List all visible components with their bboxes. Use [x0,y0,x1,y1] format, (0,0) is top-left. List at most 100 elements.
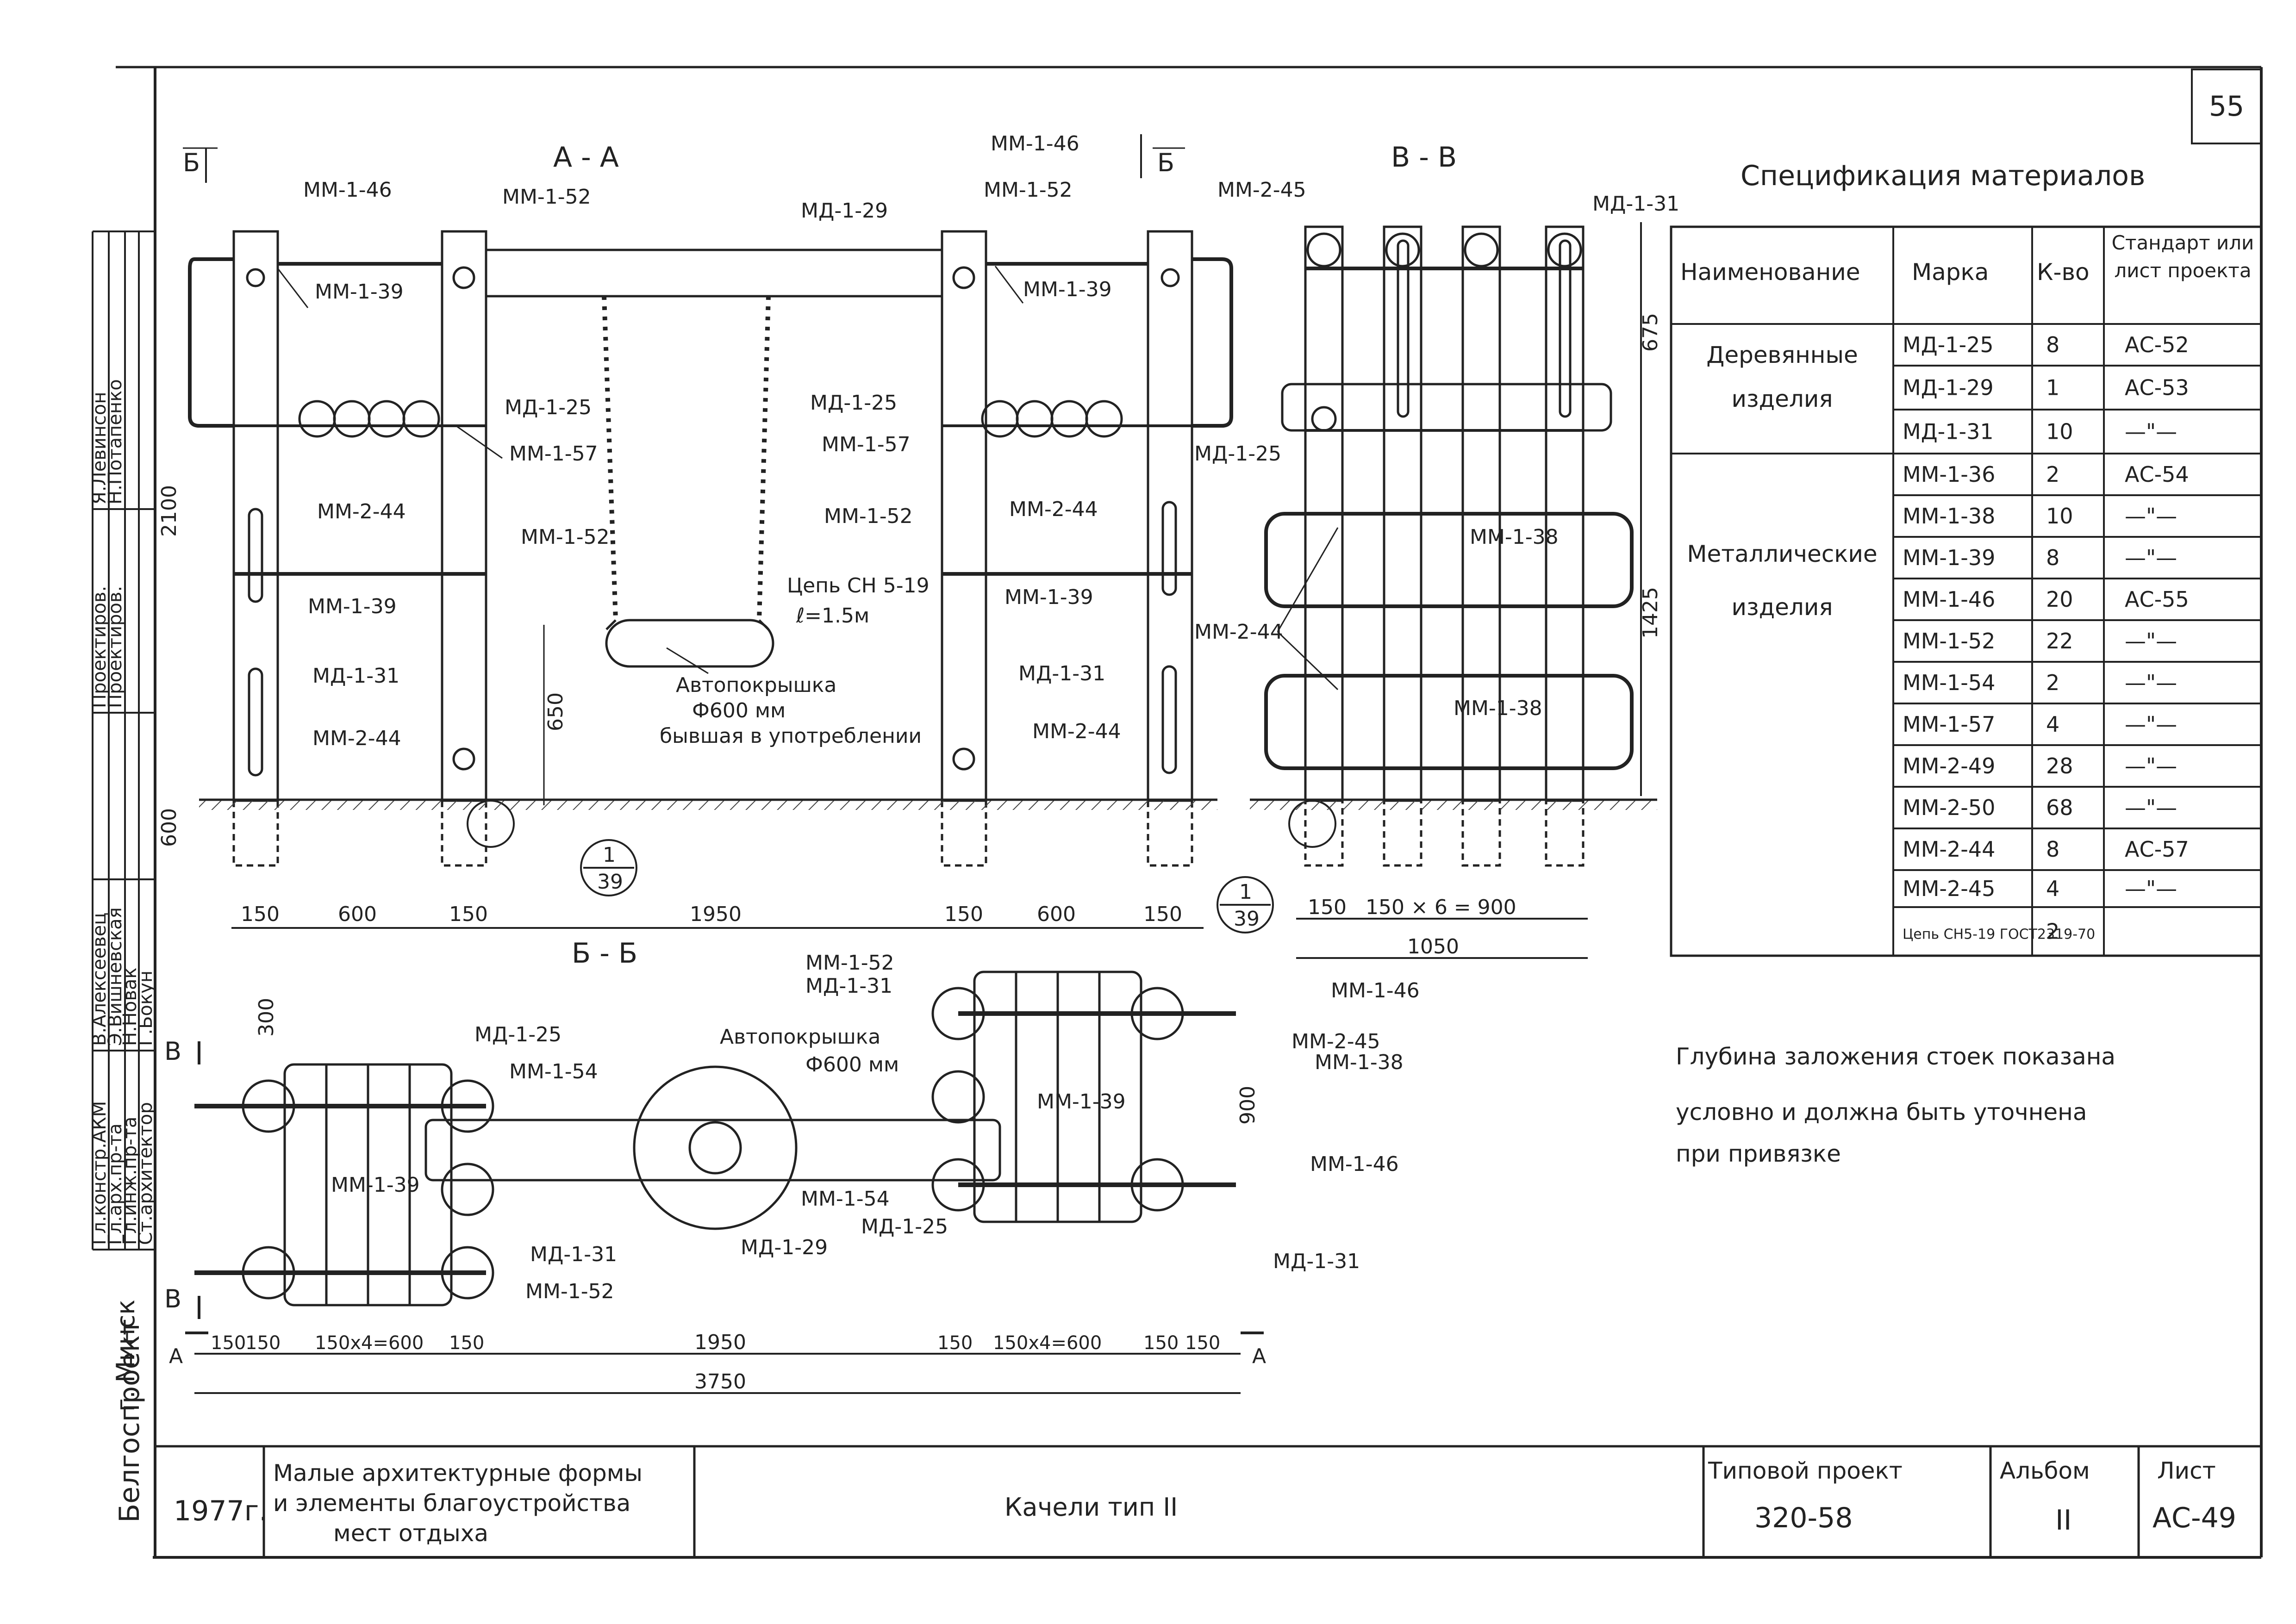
dim-150: 150 [449,1332,484,1354]
left-approval-strip [92,230,155,1251]
dim-3750: 3750 [694,1370,746,1394]
dim-150: 150 [245,1332,281,1354]
dim-600: 600 [338,902,377,926]
org-city: г. Минск [111,1300,140,1412]
label: МД-1-31 [805,974,892,998]
spec-row-standard: —"— [2125,712,2177,737]
label: ММ-2-44 [312,727,401,750]
section-vv-labels: В - В МД-1-31 МД-1-25 ММ-1-38 ММ-2-44 ММ… [1194,141,1679,958]
label: МД-1-31 [1592,192,1679,216]
label: ММ-2-44 [317,500,406,523]
label: Цепь СН 5-19 [787,574,930,597]
label: ММ-1-52 [984,178,1073,202]
label: ММ-1-39 [1023,278,1112,301]
dim-1950: 1950 [690,902,742,926]
spec-title: Спецификация материалов [1741,160,2145,192]
dim-600: 600 [1037,902,1076,926]
spec-row-standard: —"— [2125,628,2177,653]
spec-row-qty: 4 [2046,876,2059,901]
title-block: 1977г. Малые архитектурные формы и элеме… [174,1457,2236,1547]
post [1147,230,1193,802]
approval-name-4: Г.Бокун [135,971,156,1046]
sheet-label: Лист [2157,1457,2216,1484]
label: ММ-2-45 [1217,178,1306,202]
dim-2100: 2100 [157,485,181,537]
spec-row-qty: 4 [2046,712,2059,737]
spec-row-mark: ММ-2-45 [1903,876,1995,901]
spec-row-qty: 2 [2046,919,2059,944]
dim-900: 900 [1236,1086,1260,1125]
spec-row-standard: —"— [2125,670,2177,695]
section-bb-title: Б - Б [572,937,637,970]
spec-row-qty: 28 [2046,753,2073,778]
album-label: Альбом [2000,1457,2090,1484]
label: ММ-2-44 [1009,498,1098,521]
approval-name-5: Я.Левинсон [89,392,110,504]
spec-header-name: Наименование [1680,259,1860,286]
marker-a-left: А [169,1344,183,1368]
album-value: II [2055,1504,2071,1537]
label: МД-1-25 [861,1215,948,1238]
section-aa-title: А - А [553,141,619,174]
ground-vv [1250,800,1657,810]
dim-600: 600 [157,808,181,847]
approval-name-2: Э.Вишневская [105,907,126,1046]
label: МД-1-31 [1273,1250,1360,1273]
label: МД-1-25 [505,396,592,419]
approval-role-2: Гл.арх.пр-та [105,1123,126,1245]
dim-900: 150 × 6 = 900 [1366,896,1516,919]
dim-150: 150 [944,902,983,926]
spec-row-mark: ММ-1-52 [1903,628,1995,653]
approval-name-1: В.Алексеевец [89,913,110,1046]
label: МД-1-29 [801,199,888,223]
spec-header-qty: К-во [2037,259,2090,286]
dim-150: 150 [211,1332,246,1354]
spec-row-qty: 8 [2046,545,2059,570]
label: ММ-1-52 [525,1280,614,1303]
approval-role-4: Ст.архитектор [135,1102,156,1245]
project-desc-3: мест отдыха [333,1520,488,1547]
spec-row-qty: 8 [2046,332,2059,357]
label: МД-1-29 [741,1236,828,1259]
ref-bottom: 39 [597,870,623,894]
label: ММ-1-39 [1037,1090,1126,1114]
label: ММ-2-45 [1292,1030,1380,1053]
spec-table-lines [1670,225,2263,957]
dim-600: 150х4=600 [315,1332,424,1354]
section-aa-labels: А - А Б Б ММ-1-46 ММ-1-52 МД-1-29 ММ-1-5… [157,132,1306,926]
label: ММ-1-46 [1310,1152,1399,1176]
label: ММ-2-44 [1032,720,1121,743]
label: ММ-1-39 [1004,585,1093,609]
label: бывшая в употреблении [660,724,922,748]
label: Ф600 мм [692,699,786,722]
label: ММ-1-39 [315,280,404,304]
title-block-lines [155,1445,2261,1557]
dim-150: 150 [449,902,488,926]
dim-1050: 1050 [1407,935,1459,958]
dim-150: 150 [241,902,280,926]
spec-row-standard: —"— [2125,795,2177,820]
dim-150: 150 [1143,1332,1179,1354]
label: МД-1-31 [530,1243,617,1266]
label: МД-1-25 [474,1023,562,1046]
marker-a-right: А [1252,1344,1266,1368]
spec-row-qty: 68 [2046,795,2073,820]
label: Автопокрышка [720,1025,880,1049]
spec-row-mark: МД-1-31 [1903,419,1994,444]
label: ММ-1-46 [303,178,392,202]
dim-150: 150 [937,1332,973,1354]
spec-row-qty: 2 [2046,462,2059,487]
note-line-1: Глубина заложения стоек показана [1676,1043,2115,1070]
spec-row-standard: —"— [2125,419,2177,444]
section-aa [188,230,1233,867]
note: Глубина заложения стоек показана условно… [1676,1043,2115,1167]
label: ММ-1-39 [331,1173,420,1197]
spec-row-mark: Цепь СН5-19 ГОСТ2319-70 [1903,927,2095,943]
spec-row-mark: ММ-2-50 [1903,795,1995,820]
marker-b-left: Б [183,148,200,177]
label: МД-1-31 [1018,662,1105,685]
spec-row-mark: МД-1-25 [1903,332,1994,357]
section-bb-labels: Б - Б В В А А МД-1-25 ММ-1-54 ММ-1-39 МД… [164,937,1420,1394]
post [941,230,987,802]
sheet-number: 55 [2209,90,2244,123]
